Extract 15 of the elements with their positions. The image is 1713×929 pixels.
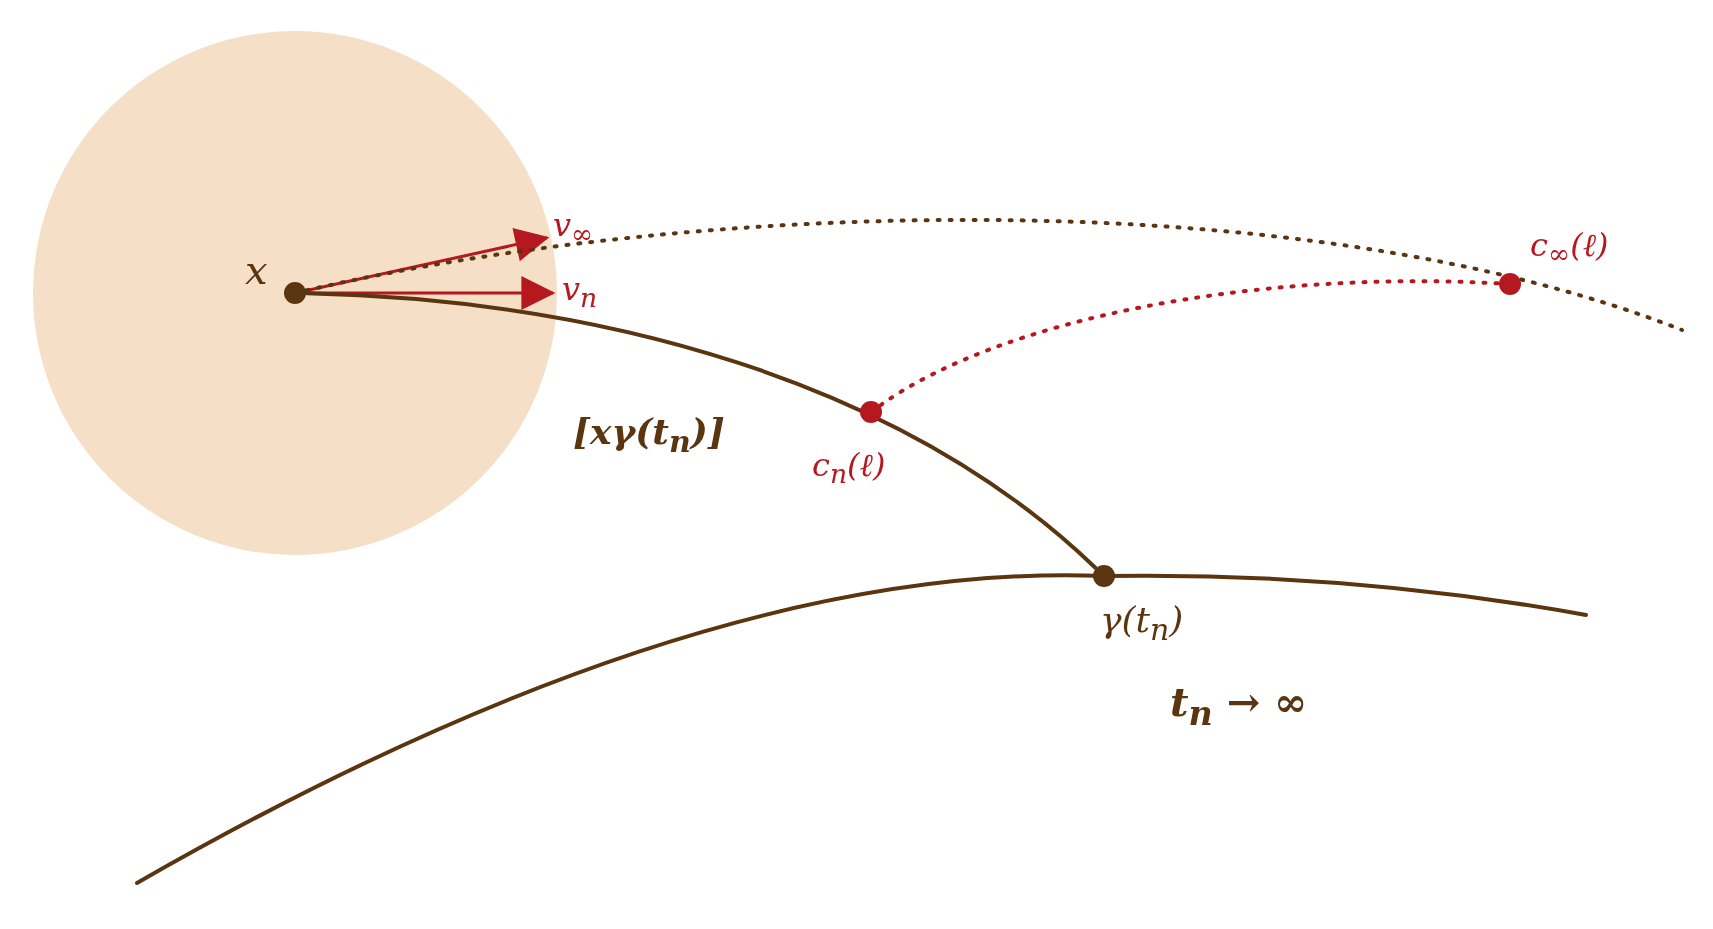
edge-label: [xγ(t$_{n}$)] (573, 412, 725, 459)
point-dot (1499, 273, 1521, 295)
point-label: x (245, 248, 268, 292)
point-label: c$_{n}$(ℓ) (812, 448, 886, 489)
point-dot (1093, 565, 1115, 587)
dotted-curve (304, 218, 1684, 332)
point-dot (284, 282, 306, 304)
edge-label: v$_{∞}$ (553, 208, 594, 249)
geodesic-curve (305, 291, 1098, 570)
point-label: γ(t$_{n}$) (1100, 600, 1184, 647)
point-label: c$_{∞}$(ℓ) (1530, 228, 1609, 269)
point-dot (860, 401, 882, 423)
dotted-curve (878, 279, 1500, 408)
edge-label: v$_{n}$ (562, 272, 598, 313)
limit-label: t$_{n}$ → ∞ (1170, 680, 1308, 733)
